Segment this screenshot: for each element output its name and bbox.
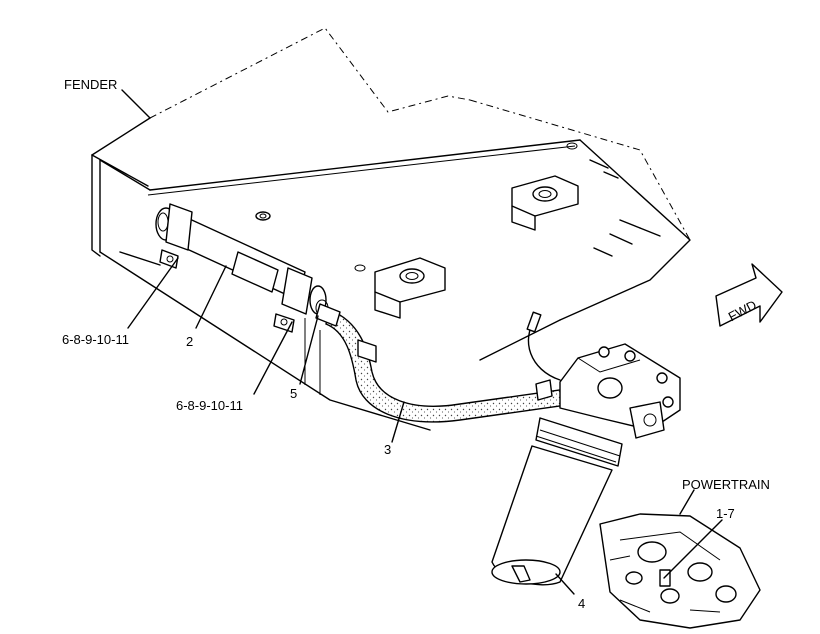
sensor-wire (526, 311, 561, 381)
bracket-right (511, 175, 579, 231)
label-item-3: 3 (384, 442, 391, 457)
leader-lines (121, 89, 723, 595)
label-item-2: 2 (186, 334, 193, 349)
filter-canister-part-4 (491, 417, 623, 586)
mounting-studs (255, 142, 661, 272)
label-clamp-lower: 6-8-9-10-11 (176, 398, 243, 413)
powertrain-label: POWERTRAIN (682, 477, 770, 492)
label-item-5: 5 (290, 386, 297, 401)
label-item-1-7: 1-7 (716, 506, 735, 521)
filter-head (559, 343, 681, 439)
forward-arrow: FWD (715, 263, 783, 327)
label-clamp-upper: 6-8-9-10-11 (62, 332, 129, 347)
powertrain-inset (599, 513, 761, 629)
cylinder-part-2 (155, 203, 329, 333)
fender-label: FENDER (64, 77, 117, 92)
fender-plate (91, 27, 691, 431)
label-item-4: 4 (578, 596, 585, 611)
bracket-left (374, 257, 446, 319)
